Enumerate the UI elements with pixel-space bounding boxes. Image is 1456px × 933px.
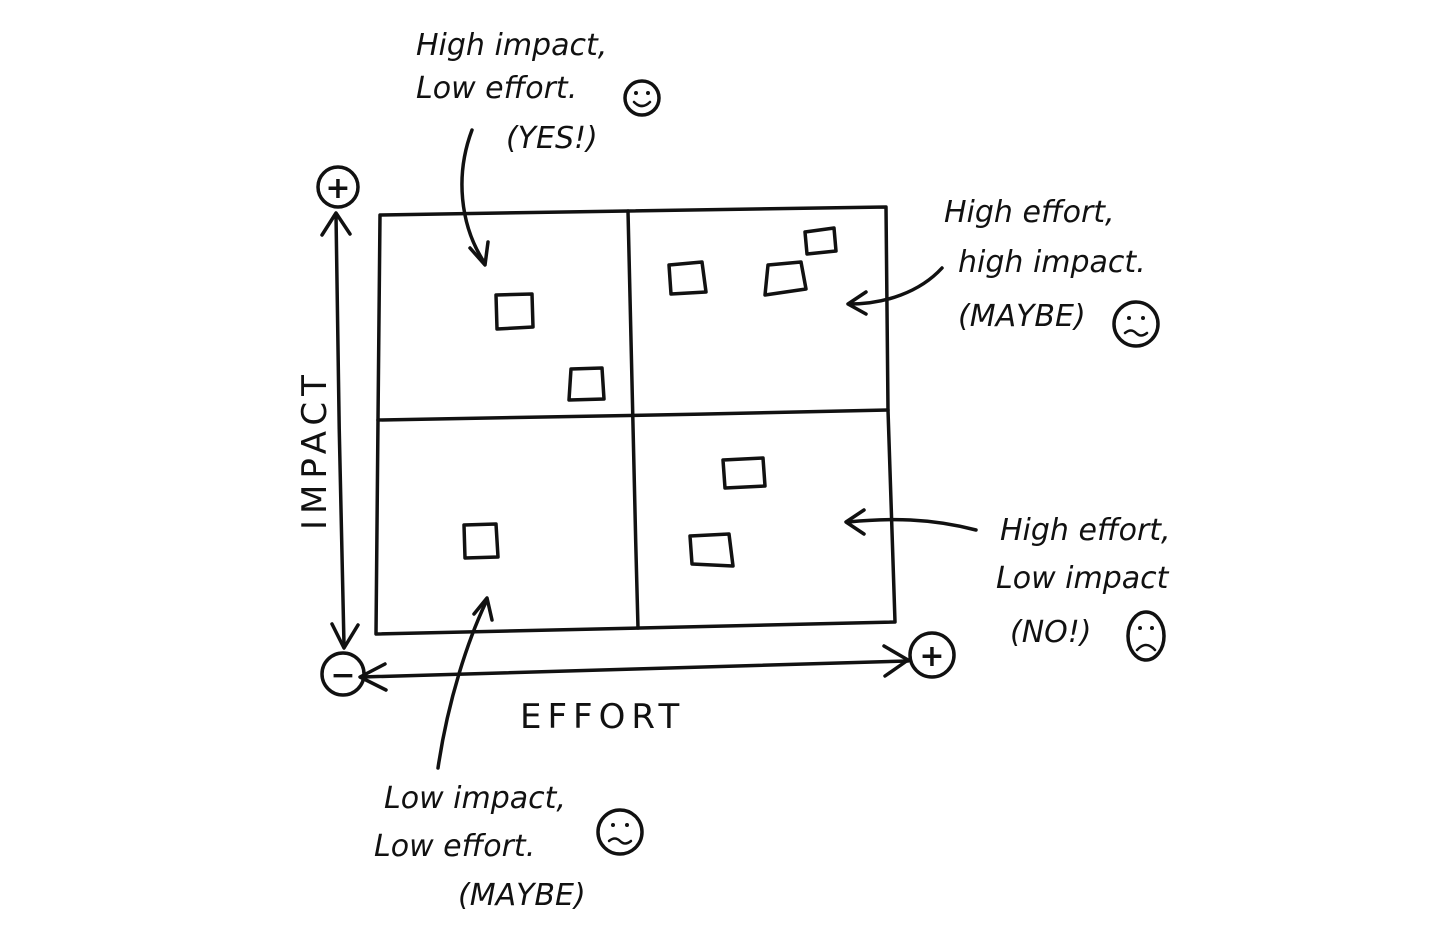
impact-plus-icon: + [316, 165, 360, 209]
task-note [763, 260, 808, 297]
impact-axis-label: IMPACT [295, 369, 335, 530]
svg-text:Low effort.: Low effort. [416, 71, 577, 106]
wavy-face-icon [596, 808, 644, 856]
svg-text:(MAYBE): (MAYBE) [958, 299, 1086, 334]
task-note [667, 260, 708, 296]
svg-text:+: + [325, 171, 350, 206]
smile-face-icon [623, 79, 661, 117]
svg-text:High effort,: High effort, [1000, 513, 1171, 548]
svg-text:(YES!): (YES!) [506, 121, 598, 156]
task-note [494, 292, 535, 331]
impact-axis: + IMPACT [295, 165, 360, 650]
effort-axis: + − EFFORT [320, 631, 956, 737]
task-note [688, 532, 735, 568]
annotation-top-right: High effort, high impact. (MAYBE) [846, 195, 1160, 348]
quadrant-grid [374, 205, 897, 636]
svg-text:High impact,: High impact, [416, 28, 607, 63]
quadrant-top-right-items [667, 226, 838, 297]
svg-text:High effort,: High effort, [944, 195, 1115, 230]
annotation-bottom-left: Low impact, Low effort. (MAYBE) [374, 596, 644, 913]
task-note [462, 522, 500, 560]
svg-text:−: − [330, 658, 355, 693]
svg-text:(NO!): (NO!) [1010, 615, 1092, 650]
annotation-bottom-right: High effort, Low impact (NO!) [844, 508, 1171, 662]
svg-text:Low effort.: Low effort. [374, 829, 535, 864]
annotation-top-left: High impact, Low effort. (YES!) [416, 28, 661, 267]
quadrant-bottom-left-items [462, 522, 500, 560]
svg-text:(MAYBE): (MAYBE) [458, 878, 586, 913]
quadrant-bottom-right-items [688, 456, 767, 568]
quadrant-top-left-items [494, 292, 606, 402]
effort-plus-icon: + [908, 631, 956, 679]
svg-text:+: + [919, 639, 944, 674]
task-note [803, 226, 838, 256]
origin-minus-icon: − [320, 651, 366, 697]
frown-face-icon [1126, 610, 1166, 662]
effort-axis-label: EFFORT [520, 697, 685, 737]
svg-text:Low impact,: Low impact, [384, 781, 566, 816]
svg-text:high impact.: high impact. [958, 245, 1146, 280]
task-note [721, 456, 767, 490]
svg-text:Low impact: Low impact [996, 561, 1170, 596]
task-note [567, 366, 606, 402]
wavy-face-icon [1112, 300, 1160, 348]
